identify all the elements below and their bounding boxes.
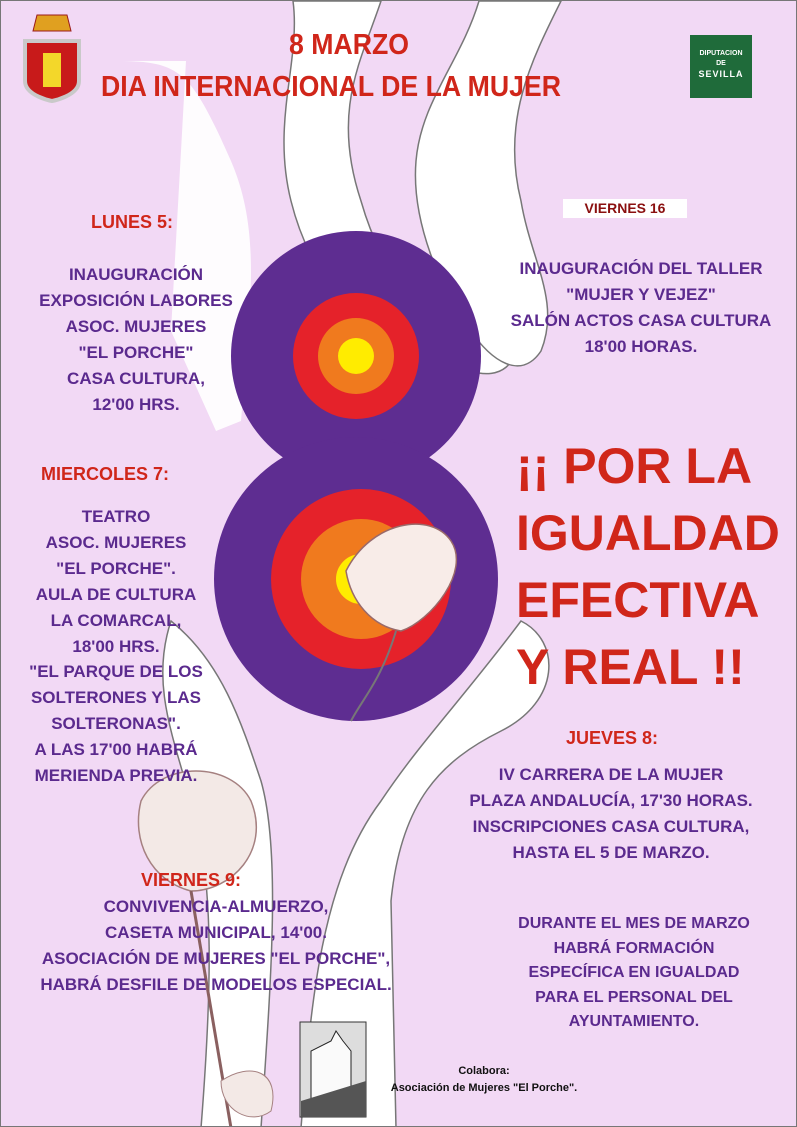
slogan: ¡¡ POR LA IGUALDAD EFECTIVA Y REAL !! (516, 433, 780, 701)
event-line: CASETA MUNICIPAL, 14'00. (105, 922, 327, 942)
event-line: INSCRIPCIONES CASA CULTURA, (472, 816, 750, 836)
event-line: IV CARRERA DE LA MUJER (498, 765, 724, 784)
slogan-line: IGUALDAD (516, 505, 780, 561)
diputacion-sevilla-logo (690, 35, 752, 98)
event-line: LA COMARCAL, (50, 610, 182, 630)
jueves-event: IV CARRERA DE LA MUJER PLAZA ANDALUCÍA, … (431, 762, 791, 866)
header-date: 8 MARZO (289, 29, 410, 61)
event-line: MERIENDA PREVIA. (34, 766, 198, 786)
diputacion-logo-text: DIPUTACION DE SEVILLA (690, 35, 752, 98)
miercoles-heading: MIERCOLES 7: (41, 464, 170, 484)
event-line: HABRÁ DESFILE DE MODELOS ESPECIAL. (40, 974, 392, 994)
notice-line: DURANTE EL MES DE MARZO (518, 915, 750, 932)
lunes-heading: LUNES 5: (91, 212, 174, 232)
event-line: 18'00 HORAS. (584, 336, 698, 356)
event-line: 18'00 HRS. (72, 636, 160, 656)
event-line: "MUJER Y VEJEZ" (566, 284, 716, 304)
footer-label: Colabora: (458, 1065, 510, 1077)
slogan-line: Y REAL !! (516, 639, 745, 695)
event-line: SALÓN ACTOS CASA CULTURA (510, 310, 772, 330)
notice-line: HABRÁ FORMACIÓN (553, 939, 715, 957)
event-line: A LAS 17'00 HABRÁ (34, 740, 198, 760)
event-line: CASA CULTURA, (67, 368, 205, 388)
footer-org: Asociación de Mujeres "El Porche". (390, 1082, 578, 1094)
viernes9-event: CONVIVENCIA-ALMUERZO, CASETA MUNICIPAL, … (1, 894, 431, 998)
event-line: ASOC. MUJERES (65, 316, 207, 336)
event-line: INAUGURACIÓN (68, 265, 204, 284)
logo-text-line: SEVILLA (698, 69, 744, 79)
event-line: "EL PARQUE DE LOS (29, 662, 203, 682)
event-line: SOLTERONAS". (51, 714, 181, 734)
event-line: "EL PORCHE". (56, 558, 176, 578)
event-line: CONVIVENCIA-ALMUERZO, (103, 897, 329, 916)
figure-eight-graphic (214, 231, 498, 722)
logo-text-line: DIPUTACION (699, 50, 743, 57)
notice-line: PARA EL PERSONAL DEL (535, 988, 733, 1006)
event-line: TEATRO (81, 507, 151, 526)
event-line: "EL PORCHE" (78, 342, 194, 362)
event-line: AULA DE CULTURA (35, 584, 197, 604)
miercoles-event: TEATRO ASOC. MUJERES "EL PORCHE". AULA D… (1, 504, 231, 789)
marzo-notice: DURANTE EL MES DE MARZO HABRÁ FORMACIÓN … (481, 912, 787, 1035)
viernes16-heading: VIERNES 16 (563, 199, 687, 218)
notice-line: ESPECÍFICA EN IGUALDAD (528, 964, 740, 981)
rose-bud-illustration (137, 770, 274, 1126)
event-line: EXPOSICIÓN LABORES (39, 290, 233, 310)
viernes16-event: INAUGURACIÓN DEL TALLER "MUJER Y VEJEZ" … (481, 256, 796, 360)
event-line: INAUGURACIÓN DEL TALLER (519, 259, 763, 278)
jueves-heading: JUEVES 8: (566, 728, 659, 748)
lunes-event: INAUGURACIÓN EXPOSICIÓN LABORES ASOC. MU… (11, 262, 261, 417)
event-line: HASTA EL 5 DE MARZO. (512, 842, 710, 862)
event-line: PLAZA ANDALUCÍA, 17'30 HORAS. (469, 790, 753, 810)
header-title: DIA INTERNACIONAL DE LA MUJER (101, 71, 561, 103)
logo-text-line: DE (716, 60, 726, 67)
event-line: 12'00 HRS. (92, 394, 180, 414)
footer-credit: Colabora: Asociación de Mujeres "El Porc… (371, 1063, 597, 1097)
event-line: ASOCIACIÓN DE MUJERES "EL PORCHE", (41, 948, 391, 968)
coat-of-arms-logo (23, 14, 81, 104)
notice-line: AYUNTAMIENTO. (568, 1013, 700, 1030)
event-line: ASOC. MUJERES (45, 532, 187, 552)
viernes9-heading: VIERNES 9: (141, 870, 242, 890)
slogan-line: EFECTIVA (516, 572, 760, 628)
slogan-line: ¡¡ POR LA (516, 438, 753, 494)
church-photo (299, 1021, 367, 1118)
event-line: SOLTERONES Y LAS (30, 688, 202, 708)
rose-icon (345, 523, 458, 632)
